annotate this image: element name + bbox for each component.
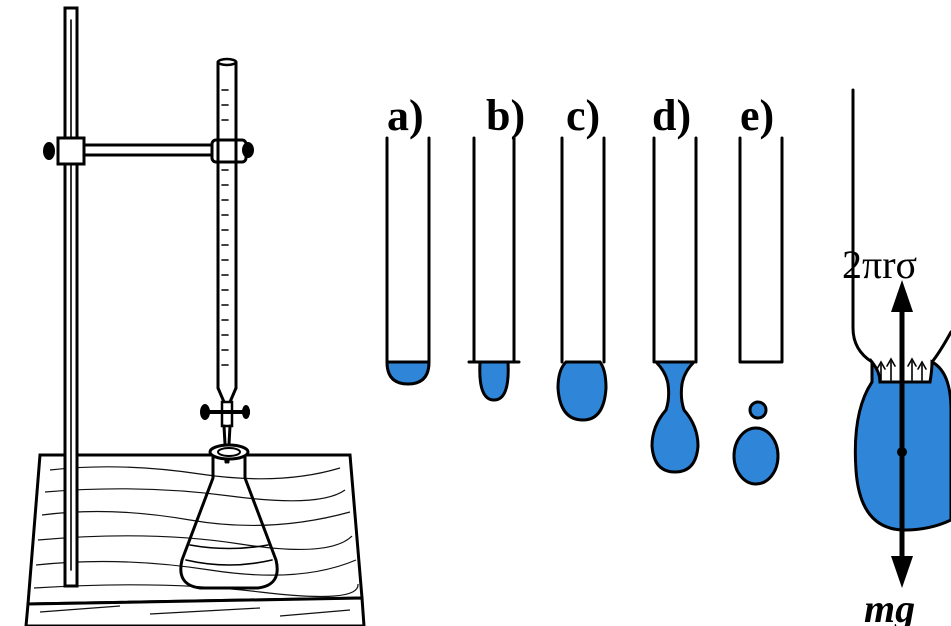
stage-label-a: a) [387,91,424,140]
stage-label-c: c) [566,91,600,140]
weight-arrow-icon [891,452,913,588]
drop-e [732,426,780,486]
stage-label-d: d) [652,91,691,140]
stage-label-b: b) [486,91,525,140]
force-label-up: 2πrσ [842,242,917,287]
drop-b [478,360,510,402]
stage-a-tube [385,136,431,386]
stage-d-tube [650,136,700,474]
drop-a [385,360,431,386]
satellite-drop [748,400,768,420]
force-balance-detail: 2πrσ mg [842,88,951,626]
stage-label-e: e) [740,91,774,140]
conical-flask [179,443,279,590]
drop-c [556,360,608,422]
burette-apparatus [24,6,366,626]
clamp [43,136,254,166]
stage-b-tube [467,136,521,402]
drop-d [650,360,700,474]
stage-labels: a) b) c) d) e) [387,91,774,140]
surface-tension-arrows-icon [876,357,927,381]
stopcock-icon [200,404,250,420]
burette [200,57,250,464]
stage-e-tube [732,136,784,486]
stage-c-tube [556,136,608,422]
force-label-down: mg [864,586,915,626]
